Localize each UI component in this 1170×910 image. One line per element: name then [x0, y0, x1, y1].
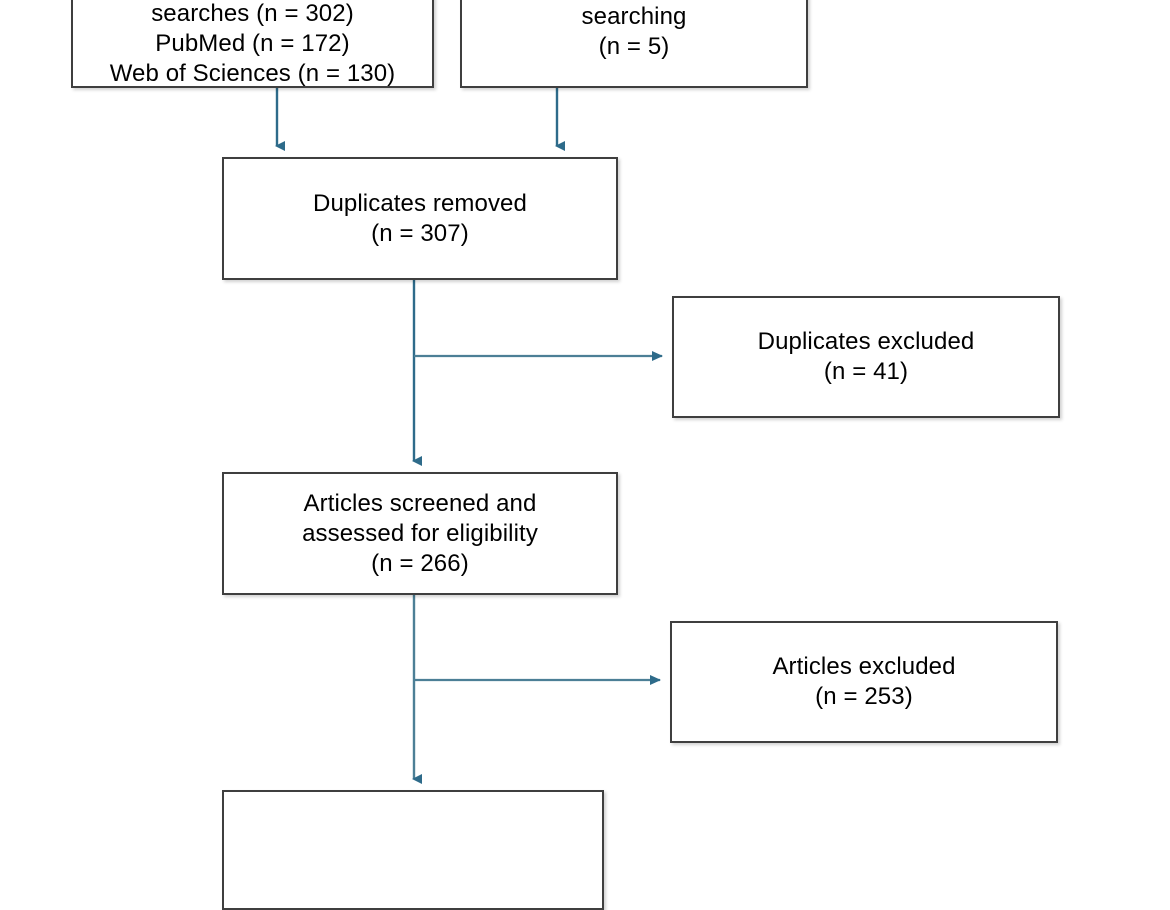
node-duplicates-removed-label: Duplicates removed (n = 307) — [313, 189, 527, 247]
node-articles-excluded: Articles excluded (n = 253) — [670, 621, 1058, 743]
node-included-studies — [222, 790, 604, 910]
prisma-flow-diagram: searches (n = 302) PubMed (n = 172) Web … — [71, 0, 1060, 910]
node-articles-screened-label: Articles screened and assessed for eligi… — [302, 489, 538, 577]
node-database-search: searches (n = 302) PubMed (n = 172) Web … — [71, 0, 434, 88]
node-articles-screened: Articles screened and assessed for eligi… — [222, 472, 618, 595]
node-duplicates-excluded: Duplicates excluded (n = 41) — [672, 296, 1060, 418]
node-database-search-label: searches (n = 302) PubMed (n = 172) Web … — [109, 0, 396, 87]
node-duplicates-removed: Duplicates removed (n = 307) — [222, 157, 618, 280]
node-manual-search: searching (n = 5) — [460, 0, 808, 88]
node-duplicates-excluded-label: Duplicates excluded (n = 41) — [757, 328, 975, 385]
node-articles-excluded-label: Articles excluded (n = 253) — [772, 653, 956, 710]
node-manual-search-label: searching (n = 5) — [581, 3, 687, 60]
